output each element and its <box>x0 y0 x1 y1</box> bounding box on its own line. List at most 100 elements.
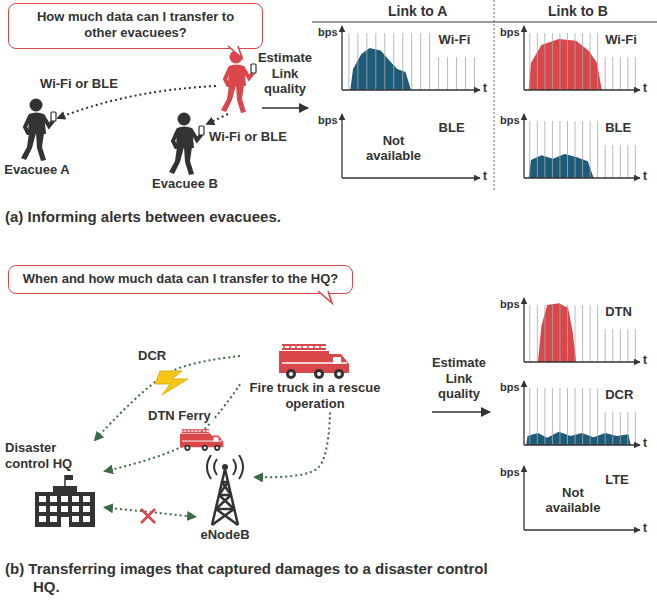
sample-tick <box>366 33 367 90</box>
phone <box>199 126 204 135</box>
truck-wheel <box>314 369 324 379</box>
tower-strut <box>216 509 238 525</box>
building-window <box>50 516 57 522</box>
axis-label: bps <box>500 26 520 39</box>
sample-tick <box>590 33 591 90</box>
sample-tick <box>544 121 545 178</box>
lightning-symbol <box>155 371 188 395</box>
sample-tick <box>552 33 553 90</box>
sample-tick <box>612 57 613 90</box>
sample-tick <box>348 33 349 90</box>
building-window <box>39 516 46 522</box>
evacuee-icon <box>164 112 206 176</box>
x-axis <box>524 89 640 90</box>
sample-tick <box>456 57 457 90</box>
sample-tick <box>620 57 621 90</box>
sample-tick <box>582 388 583 445</box>
building-body <box>35 492 95 527</box>
sample-tick <box>582 305 583 362</box>
bubble-tail-cover <box>230 44 238 46</box>
bubble-tail-cover <box>320 289 328 291</box>
sample-tick <box>627 145 628 178</box>
truck-wheel <box>334 369 344 379</box>
x-axis <box>524 361 640 362</box>
sample-tick <box>552 388 553 445</box>
sample-tick <box>627 57 628 90</box>
ladder-rung <box>190 430 191 432</box>
tower-strut <box>212 509 234 525</box>
sample-tick <box>635 145 636 178</box>
sample-tick <box>612 329 613 362</box>
building-window <box>83 516 90 522</box>
truck-wheel <box>286 369 296 379</box>
sample-tick <box>559 121 560 178</box>
column-header: Link to B <box>548 3 608 20</box>
headquarters-building-icon <box>35 475 95 527</box>
node-label: Evacuee B <box>145 176 225 192</box>
bubble-tail-stroke <box>228 46 242 58</box>
sample-tick <box>529 121 530 178</box>
sample-tick <box>420 33 421 90</box>
y-axis <box>523 298 524 362</box>
sample-tick <box>590 388 591 445</box>
person-leg <box>236 85 246 113</box>
sample-tick <box>429 33 430 90</box>
series-label: BLE <box>439 120 465 136</box>
radio-wave <box>214 459 217 475</box>
phone <box>51 112 56 121</box>
wireless-connector <box>95 356 240 440</box>
truck-wheel <box>202 445 208 451</box>
fire-truck-icon <box>279 342 351 380</box>
axis-label: t <box>643 81 647 95</box>
building-window <box>50 496 57 502</box>
sample-tick <box>393 33 394 90</box>
tower-strut <box>219 495 234 509</box>
axis-label: bps <box>500 298 520 311</box>
y-axis <box>523 114 524 178</box>
bubble-tail-fill <box>228 46 242 58</box>
series-label: BLE <box>605 120 631 136</box>
x-axis <box>524 529 640 530</box>
y-axis <box>341 114 342 178</box>
sample-tick <box>627 412 628 445</box>
truck-hub <box>317 372 321 376</box>
sample-tick <box>582 121 583 178</box>
ladder-rung <box>186 430 187 432</box>
evacuee-sender-icon <box>221 51 256 114</box>
node-label: eNodeB <box>195 527 255 543</box>
sample-tick <box>438 57 439 90</box>
truck-hub <box>337 372 341 376</box>
sample-tick <box>612 412 613 445</box>
sample-tick <box>597 121 598 178</box>
bubble-text: How much data can I transfer to other ev… <box>19 9 252 42</box>
dtn-ferry-truck <box>180 430 223 451</box>
wireless-connector <box>255 413 330 478</box>
phone <box>251 64 256 73</box>
ladder-rung <box>197 430 198 432</box>
sample-tick <box>582 33 583 90</box>
building-door <box>61 517 69 527</box>
sample-tick <box>597 388 598 445</box>
truck-stripe <box>282 362 347 364</box>
sample-tick <box>605 57 606 90</box>
speech-bubble: How much data can I transfer to other ev… <box>8 3 263 49</box>
series-label: DCR <box>605 387 633 403</box>
sample-tick <box>402 33 403 90</box>
sample-tick <box>544 33 545 90</box>
truck-hub <box>204 447 206 449</box>
building-window <box>39 506 46 512</box>
axis-label: t <box>643 521 647 535</box>
sample-tick <box>544 388 545 445</box>
sample-tick <box>375 33 376 90</box>
process-label: Estimate Link quality <box>256 50 314 97</box>
sample-tick <box>635 57 636 90</box>
headquarters-node: Disaster control HQ <box>5 440 105 527</box>
sample-tick <box>447 57 448 90</box>
series-label: LTE <box>605 472 629 488</box>
person-leg <box>169 147 184 174</box>
ladder-rung <box>201 430 202 432</box>
axis-label: bps <box>318 114 338 127</box>
link-quality-chart <box>524 26 640 90</box>
node-label: Fire truck in a rescue operation <box>240 380 390 413</box>
bubble-tail-fill <box>318 291 332 303</box>
